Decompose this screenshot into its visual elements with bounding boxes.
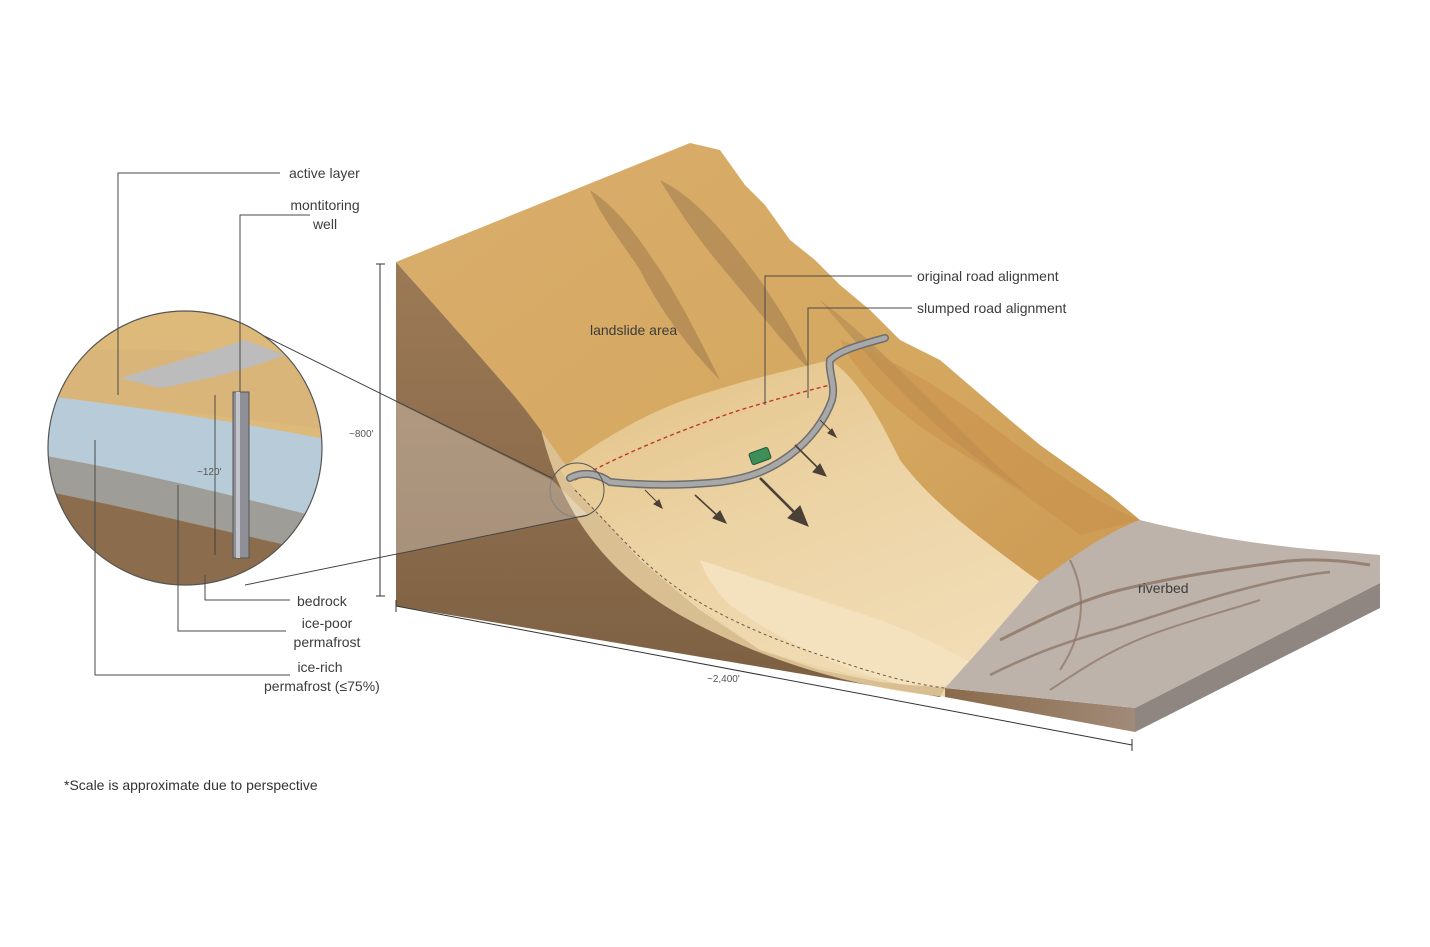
label-monitoring-well-2: well	[312, 216, 338, 232]
original-road-alignment	[574, 384, 831, 481]
river-channel	[1059, 559, 1082, 671]
riverbed-front-face	[1135, 583, 1380, 732]
block-side-face	[396, 262, 945, 697]
active-layer-band	[48, 349, 322, 430]
landslide-boundary	[574, 489, 946, 689]
slumped-road-surface	[567, 335, 888, 488]
label-active-layer: active layer	[289, 165, 360, 181]
movement-arrow	[759, 477, 798, 516]
leader-bedrock	[204, 575, 290, 601]
movement-arrow-head	[653, 499, 663, 510]
dimension-well-depth: ~120'	[197, 467, 222, 478]
label-slumped-road: slumped road alignment	[917, 300, 1067, 316]
ice-rich-permafrost-band	[48, 395, 322, 520]
height-dimension	[376, 263, 385, 597]
monitoring-well	[232, 391, 250, 559]
label-ice-poor-2: permafrost	[293, 634, 361, 650]
movement-arrow	[694, 494, 721, 519]
slope-orange-ridge	[840, 340, 1140, 535]
leader-monitoring-well	[239, 214, 310, 392]
detail-circle-border	[47, 310, 323, 586]
slope-dark-streak	[590, 190, 720, 380]
movement-arrows	[644, 419, 838, 527]
road-cut-surface	[120, 340, 285, 388]
river-channel	[989, 570, 1331, 677]
zoom-line-top	[251, 329, 553, 479]
movement-arrow-head	[712, 510, 728, 524]
movement-arrow	[794, 444, 821, 471]
movement-arrow-head	[812, 463, 827, 477]
slope-dark-streak	[660, 180, 810, 370]
label-ice-rich-2: permafrost (≤75%)	[264, 678, 380, 694]
leader-lines	[94, 172, 912, 676]
leader-ice-poor	[177, 485, 286, 632]
footnote: *Scale is approximate due to perspective	[64, 777, 318, 793]
truck-icon	[748, 447, 772, 465]
movement-arrow-head	[787, 505, 809, 527]
cross-section-landslide-deposit	[540, 425, 948, 697]
leader-ice-rich	[94, 440, 290, 676]
dimension-length: ~2,400'	[707, 674, 740, 685]
block-front-face	[945, 688, 1135, 732]
leader-active-layer	[117, 172, 280, 395]
label-original-road: original road alignment	[917, 268, 1059, 284]
debris-toe	[700, 560, 990, 686]
zoom-cone	[245, 330, 588, 585]
landslide-area-surface	[560, 360, 1070, 688]
label-landslide-area: landslide area	[590, 322, 678, 338]
river-channel	[1049, 599, 1261, 691]
label-ice-rich-1: ice-rich	[297, 659, 343, 675]
ice-poor-permafrost-band	[48, 455, 322, 555]
leader-original-road	[764, 275, 912, 405]
detail-cross-section	[48, 311, 322, 585]
length-dimension	[395, 600, 1133, 751]
zoom-line-bottom	[244, 514, 589, 586]
river-channel	[999, 558, 1371, 642]
leader-slumped-road	[807, 307, 912, 398]
label-monitoring-well-1: montitoring	[290, 197, 360, 213]
dimension-height: ~800'	[349, 429, 374, 440]
label-bedrock: bedrock	[297, 593, 347, 609]
label-riverbed: riverbed	[1138, 580, 1189, 596]
label-ice-poor-1: ice-poor	[301, 615, 353, 631]
movement-arrow-head	[827, 428, 838, 439]
